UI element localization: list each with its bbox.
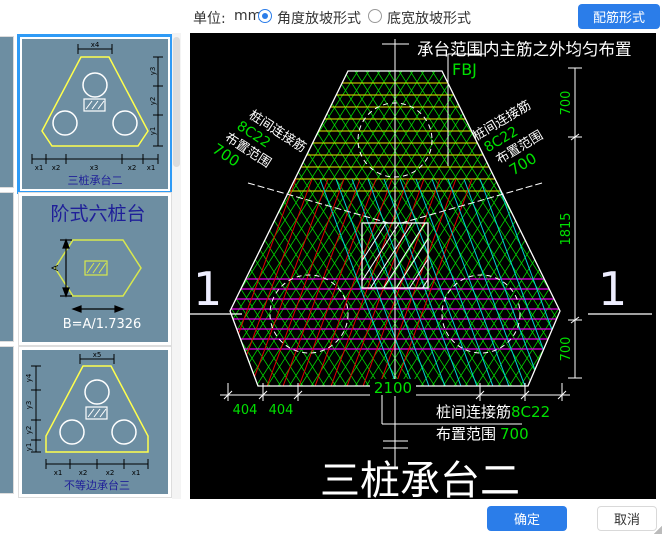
section-marker-right: 1: [598, 262, 627, 316]
dim-label: x1: [35, 164, 44, 172]
cad-drawing: FBJ 承台范围内主筋之外均匀布置 桩间连接筋 8C22 布置范围 700 桩间…: [190, 39, 652, 504]
thumbnail-clipped-3[interactable]: [0, 346, 14, 494]
pile-cap-outline: [229, 70, 561, 387]
dim-label: x1: [54, 469, 63, 477]
rebar-config-button[interactable]: 配筋形式: [578, 4, 660, 29]
dim-label: x1: [132, 469, 141, 477]
bottom-callout-line1: 桩间连接筋8C22: [436, 403, 550, 421]
dim-404: 404: [269, 403, 294, 418]
dim-700-top: 700: [559, 91, 574, 116]
thumb2-drawing: 阶式六桩台 A B=A/1.7326: [50, 203, 145, 332]
cad-preview-canvas: FBJ 承台范围内主筋之外均匀布置 桩间连接筋 8C22 布置范围 700 桩间…: [190, 33, 656, 504]
dim-label: y3: [149, 67, 157, 76]
top-note: 承台范围内主筋之外均匀布置: [417, 40, 632, 59]
fbj-leader: [447, 53, 486, 166]
dim-label: x2: [52, 164, 61, 172]
right-callout: 桩间连接筋 8C22 布置范围 700: [470, 97, 546, 179]
column-hatch: [362, 223, 428, 288]
section-marker-left: 1: [193, 262, 222, 316]
thumbnail-stepped-six-pile-cap[interactable]: 阶式六桩台 A B=A/1.7326: [18, 192, 172, 346]
dim-label: y2: [149, 97, 157, 106]
dim-label: x2: [128, 164, 137, 172]
dim-label: x4: [91, 41, 100, 49]
dim-label: y3: [25, 401, 33, 410]
dim-label: x2: [79, 469, 88, 477]
dim-label: x5: [93, 351, 102, 359]
sidebar-scrollbar[interactable]: [172, 33, 181, 499]
dim-700-bottom: 700: [559, 337, 574, 362]
thumbnail-unequal-side-cap-3[interactable]: x5 y4 y3 y2 y1 x1 x2 x2 x1 不等边承台三: [18, 346, 172, 498]
dialog-footer: 确定 取消: [0, 499, 664, 536]
radio-angle-slope[interactable]: [258, 9, 272, 23]
resize-grip[interactable]: [654, 526, 662, 534]
thumbnail-clipped-2[interactable]: [0, 192, 14, 342]
dim-label: y2: [25, 426, 33, 435]
cancel-button[interactable]: 取消: [597, 506, 657, 531]
dim-label: A: [51, 264, 61, 271]
ok-button[interactable]: 确定: [487, 506, 567, 531]
thumbnail-three-pile-cap-2[interactable]: x4 y3 y2 y1 x1 x2 x3 x2 x1 三桩承台二: [17, 34, 173, 194]
template-sidebar: x4 y3 y2 y1 x1 x2 x3 x2 x1 三桩承台二 阶式六桩台: [0, 30, 184, 500]
thumb3-drawing: x5 y4 y3 y2 y1 x1 x2 x2 x1 不等边承台三: [25, 351, 149, 492]
dim-404: 404: [233, 403, 258, 418]
dim-1815: 1815: [559, 212, 574, 245]
dim-label: y1: [25, 443, 33, 452]
unit-value: mm: [234, 8, 262, 24]
red-rebar-lines: [230, 178, 473, 386]
radio-angle-slope-label[interactable]: 角度放坡形式: [277, 11, 361, 27]
unit-label: 单位:: [193, 11, 226, 27]
sidebar-scrollbar-thumb[interactable]: [173, 37, 180, 167]
dim-label: x1: [147, 164, 156, 172]
right-dimension-lines: [568, 67, 582, 379]
thumbnail-caption: 不等边承台三: [64, 478, 130, 492]
thumb1-drawing: x4 y3 y2 y1 x1 x2 x3 x2 x1 三桩承台二: [31, 41, 163, 187]
drawing-title: 三桩承台二: [320, 458, 520, 499]
toolbar: 单位: mm 角度放坡形式 底宽放坡形式 配筋形式: [0, 0, 664, 32]
radio-bottom-width-slope[interactable]: [368, 9, 382, 23]
leader-lines: [247, 182, 543, 225]
dim-2100: 2100: [374, 379, 412, 397]
dim-label: y4: [25, 373, 33, 382]
fbj-label: FBJ: [452, 60, 477, 79]
thumbnail-clipped-1[interactable]: [0, 36, 14, 188]
dim-label: x3: [90, 164, 99, 172]
formula-label: B=A/1.7326: [63, 317, 142, 332]
thumbnail-caption: 三桩承台二: [68, 173, 123, 187]
bottom-callout-leader: [381, 395, 522, 425]
thumbnail-caption: 阶式六桩台: [50, 203, 145, 225]
dim-label: y1: [149, 127, 157, 136]
dim-label: x2: [106, 469, 115, 477]
dim-label-bg: [370, 379, 416, 396]
radio-bottom-width-slope-label[interactable]: 底宽放坡形式: [387, 11, 471, 27]
